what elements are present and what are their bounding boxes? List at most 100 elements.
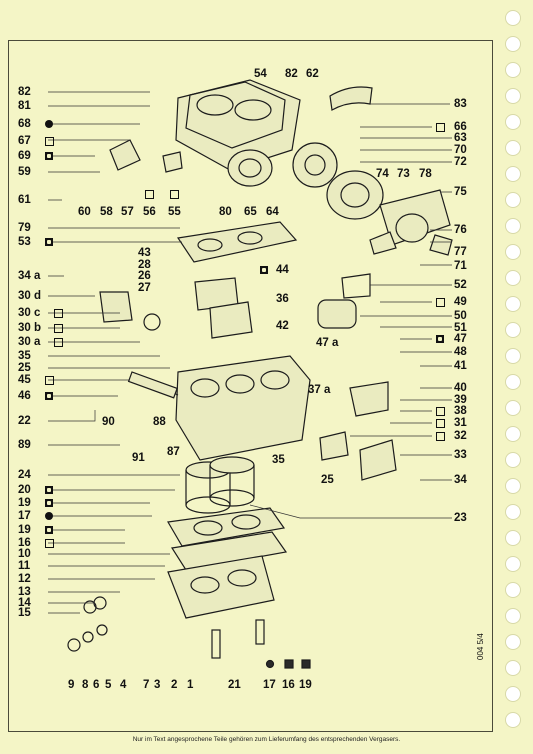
callout-60: 60: [78, 206, 91, 218]
binder-hole: [505, 582, 521, 598]
filled-square-marker: [45, 486, 53, 494]
binder-hole: [505, 400, 521, 416]
callout-10: 10: [18, 548, 31, 560]
binder-hole: [505, 556, 521, 572]
page-number: 004 5/4: [476, 633, 485, 660]
callout-22: 22: [18, 415, 31, 427]
callout-47: 47: [454, 333, 467, 345]
callout-90: 90: [102, 416, 115, 428]
binder-hole: [505, 140, 521, 156]
callout-37a: 37 a: [308, 384, 331, 396]
callout-20: 20: [18, 484, 31, 496]
binder-hole: [505, 660, 521, 676]
callout-82-left: 82: [18, 86, 31, 98]
filled-square-marker: [45, 499, 53, 507]
callout-35: 35: [18, 350, 31, 362]
binder-hole: [505, 270, 521, 286]
callout-91: 91: [132, 452, 145, 464]
callout-38: 38: [454, 405, 467, 417]
binder-hole: [505, 530, 521, 546]
callout-70: 70: [454, 144, 467, 156]
callout-59: 59: [18, 166, 31, 178]
callout-71: 71: [454, 260, 467, 272]
binder-hole: [505, 62, 521, 78]
callout-7: 7: [143, 679, 150, 691]
callout-28: 28: [138, 259, 151, 271]
callout-73: 73: [397, 168, 410, 180]
callout-65: 65: [244, 206, 257, 218]
binder-hole: [505, 296, 521, 312]
callout-63: 63: [454, 132, 467, 144]
callout-42: 42: [276, 320, 289, 332]
callout-41: 41: [454, 360, 467, 372]
callout-62: 62: [306, 68, 319, 80]
callout-11: 11: [18, 560, 31, 572]
open-square-marker: [45, 137, 54, 146]
callout-88: 88: [153, 416, 166, 428]
filled-square-marker: [45, 526, 53, 534]
callout-69: 69: [18, 150, 31, 162]
open-square-marker: [54, 338, 63, 347]
binder-hole: [505, 686, 521, 702]
binder-hole: [505, 712, 521, 728]
callout-36: 36: [276, 293, 289, 305]
open-square-marker: [54, 324, 63, 333]
binder-hole: [505, 426, 521, 442]
open-square-marker: [54, 309, 63, 318]
open-square-marker: [436, 432, 445, 441]
binder-hole: [505, 244, 521, 260]
callout-80: 80: [219, 206, 232, 218]
callout-81: 81: [18, 100, 31, 112]
open-square-marker: [436, 407, 445, 416]
callout-43: 43: [138, 247, 151, 259]
callout-17: 17: [18, 510, 31, 522]
filled-square-marker: [260, 266, 268, 274]
binder-hole: [505, 88, 521, 104]
callout-76: 76: [454, 224, 467, 236]
callout-8: 8: [82, 679, 89, 691]
callout-5: 5: [105, 679, 112, 691]
callout-66: 66: [454, 121, 467, 133]
callout-50: 50: [454, 310, 467, 322]
open-square-marker: [436, 123, 445, 132]
filled-square-marker: [436, 335, 444, 343]
binder-hole: [505, 36, 521, 52]
callout-30a: 30 a: [18, 336, 41, 348]
open-square-marker: [170, 190, 179, 199]
open-square-marker: [145, 190, 154, 199]
callout-61: 61: [18, 194, 31, 206]
callout-56: 56: [143, 206, 156, 218]
footer-note: Nur im Text angesprochene Teile gehören …: [132, 736, 401, 743]
callout-30c: 30 c: [18, 307, 41, 319]
callout-1: 1: [187, 679, 194, 691]
binder-hole: [505, 114, 521, 130]
callout-57: 57: [121, 206, 134, 218]
callout-48: 48: [454, 346, 467, 358]
callout-87: 87: [167, 446, 180, 458]
callout-26: 26: [138, 270, 151, 282]
open-square-marker: [436, 298, 445, 307]
binder-hole: [505, 634, 521, 650]
callout-19-a: 19: [18, 497, 31, 509]
callout-17-bottom: 17: [263, 679, 276, 691]
callout-6: 6: [93, 679, 100, 691]
binder-hole: [505, 322, 521, 338]
filled-circle-marker: [45, 120, 53, 128]
filled-square-marker: [45, 238, 53, 246]
callout-30d: 30 d: [18, 290, 42, 302]
callout-55: 55: [168, 206, 181, 218]
callout-24: 24: [18, 469, 31, 481]
callout-4: 4: [120, 679, 127, 691]
callout-75: 75: [454, 186, 467, 198]
callout-19-b: 19: [18, 524, 31, 536]
binder-hole: [505, 348, 521, 364]
filled-square-marker: [45, 392, 53, 400]
binder-hole: [505, 374, 521, 390]
open-square-marker: [436, 419, 445, 428]
callout-3: 3: [154, 679, 161, 691]
callout-52: 52: [454, 279, 467, 291]
callout-72: 72: [454, 156, 467, 168]
callout-25: 25: [18, 362, 31, 374]
